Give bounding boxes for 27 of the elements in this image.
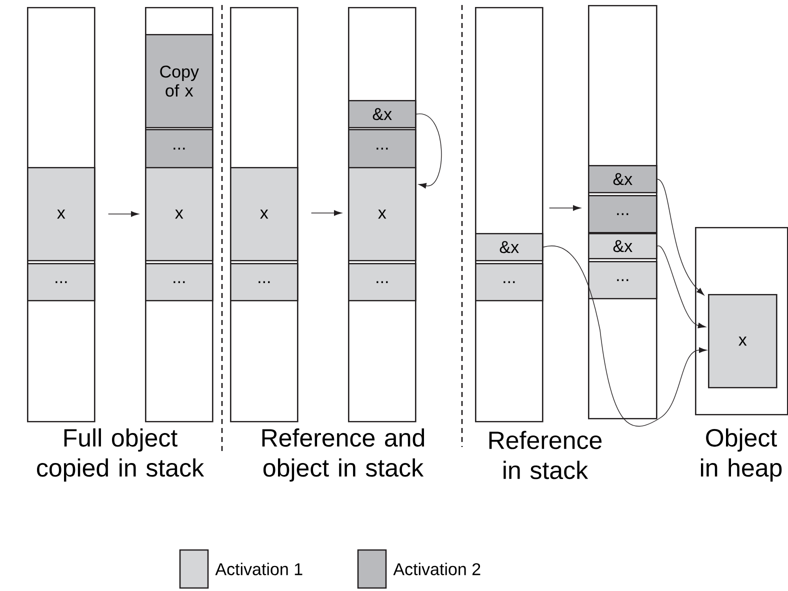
caption: Reference and object in stack	[262, 428, 424, 482]
memory-cell: ...	[145, 129, 214, 168]
memory-cell: x	[708, 294, 778, 388]
legend-label: Activation 2	[393, 562, 480, 576]
memory-cell: &x	[348, 100, 416, 128]
arrow	[108, 211, 139, 217]
memory-cell: &x	[588, 165, 658, 194]
memory-cell: ...	[348, 263, 416, 302]
legend-label: Activation 1	[215, 562, 302, 576]
caption: Reference in stack	[489, 430, 602, 480]
arrow	[542, 246, 707, 427]
memory-cell: ...	[588, 261, 658, 300]
memory-cell: ...	[145, 263, 214, 302]
memory-cell: ...	[348, 129, 416, 168]
arrow	[310, 210, 342, 216]
memory-cell: &x	[588, 233, 658, 260]
memory-cell: ...	[588, 195, 658, 234]
arrow	[416, 114, 442, 188]
arrow	[548, 205, 581, 211]
memory-cell: ...	[27, 263, 96, 302]
arrow	[656, 246, 706, 328]
arrow	[656, 178, 704, 296]
memory-cell: ...	[230, 263, 298, 302]
caption: Full object copied in stack	[37, 428, 204, 482]
caption: Object in heap	[700, 428, 782, 482]
memory-cell: &x	[475, 233, 544, 262]
memory-cell: ...	[475, 263, 544, 302]
